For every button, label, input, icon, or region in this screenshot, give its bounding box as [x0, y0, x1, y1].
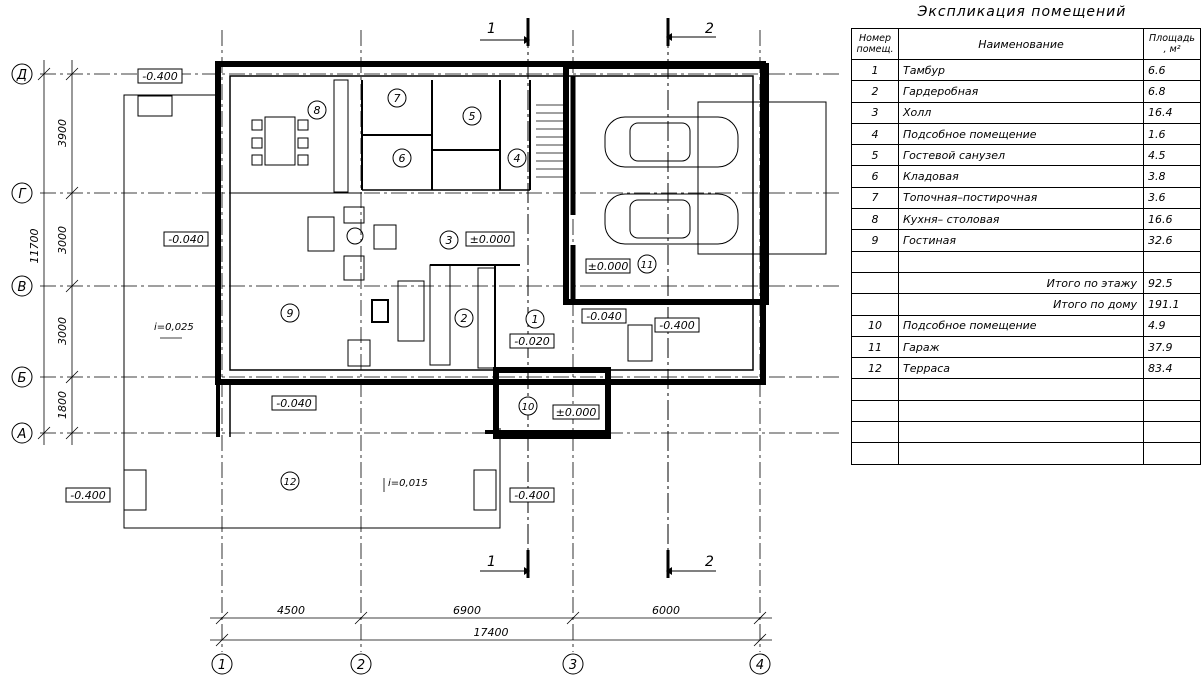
- room-number: 3: [446, 234, 453, 247]
- slope-label: i=0,015: [388, 478, 428, 489]
- car-icon: [604, 116, 739, 245]
- room-number: 10: [522, 402, 535, 413]
- level-mark: -0.040: [586, 310, 621, 323]
- level-mark: -0.400: [70, 489, 105, 502]
- axis-label-h: Д: [16, 68, 27, 83]
- stairs: [536, 104, 566, 178]
- dim-v-2: 3000: [56, 226, 69, 254]
- room-number: 4: [514, 152, 521, 165]
- room-number: 8: [314, 104, 321, 117]
- floor-plan: 1 1 2 2 3900 3000 3000 1800 11700 Д Г В …: [11, 18, 840, 675]
- room-bubbles: [280, 88, 657, 491]
- header-name: Наименование: [898, 28, 1144, 60]
- level-mark: ±0.000: [556, 406, 597, 419]
- dim-h-total: 17400: [474, 626, 509, 639]
- dim-h-3: 6000: [652, 604, 680, 617]
- axis-bubbles-h: [11, 63, 33, 444]
- dim-v-4: 1800: [56, 391, 69, 419]
- header-area: Площадь , м²: [1143, 28, 1201, 60]
- room-number: 5: [469, 110, 476, 123]
- axis-label-h: Г: [18, 187, 27, 202]
- dim-v-1: 3900: [56, 119, 69, 147]
- axis-label-h: Б: [18, 371, 27, 386]
- dim-v-3: 3000: [56, 317, 69, 345]
- furniture: [123, 79, 653, 511]
- axis-label-v: 3: [569, 658, 577, 673]
- table-row-empty: [851, 399, 1201, 423]
- table-row-empty: [851, 250, 1201, 273]
- room-number: 6: [399, 152, 406, 165]
- axis-label-h: В: [18, 280, 27, 295]
- slope-label: i=0,025: [154, 322, 194, 333]
- table-row-empty: [851, 421, 1201, 444]
- garage-door: [697, 101, 827, 255]
- level-mark: -0.040: [276, 397, 311, 410]
- axis-label-v: 1: [218, 658, 226, 673]
- room-number: 9: [287, 307, 294, 320]
- level-mark: -0.400: [659, 319, 694, 332]
- axis-label-v: 4: [756, 658, 764, 673]
- dim-h-1: 4500: [277, 604, 305, 617]
- level-marks: [65, 68, 700, 503]
- explication-title: Экспликация помещений: [917, 4, 1127, 20]
- section-2-label: 2: [705, 554, 714, 570]
- horizontal-dimensions: [210, 611, 772, 647]
- room-number: 2: [461, 312, 468, 325]
- section-2-label: 2: [705, 21, 714, 37]
- level-mark: ±0.000: [588, 260, 629, 273]
- axis-bubbles-v: [211, 653, 771, 675]
- level-mark: ±0.000: [470, 233, 511, 246]
- room-number: 11: [641, 260, 654, 271]
- walls: [215, 61, 769, 439]
- level-mark: -0.400: [142, 70, 177, 83]
- terrace-outline: [123, 94, 501, 529]
- level-mark: -0.040: [168, 233, 203, 246]
- dim-v-total: 11700: [28, 229, 41, 264]
- room-number: 1: [532, 313, 539, 326]
- level-mark: -0.020: [514, 335, 549, 348]
- dim-h-2: 6900: [453, 604, 481, 617]
- section-1-label: 1: [487, 21, 496, 37]
- axis-label-v: 2: [357, 658, 365, 673]
- room-number: 12: [284, 477, 297, 488]
- table-row-empty: [851, 442, 1201, 465]
- axis-label-h: А: [17, 427, 27, 442]
- axis-grid: [40, 30, 840, 652]
- level-mark: -0.400: [514, 489, 549, 502]
- section-1-label: 1: [487, 554, 496, 570]
- table-row-empty: [851, 378, 1201, 401]
- room-number: 7: [394, 92, 401, 105]
- vertical-dimensions: [37, 60, 79, 445]
